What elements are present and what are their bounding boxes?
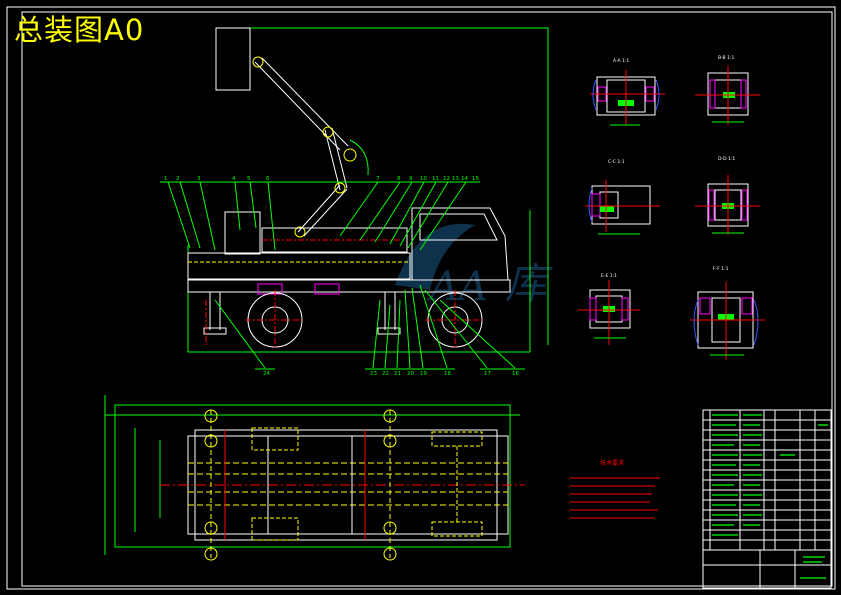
callout-20: 20	[407, 371, 414, 377]
section-c-c	[585, 180, 660, 235]
svg-text:AA: AA	[426, 264, 488, 310]
callout-2: 2	[176, 176, 180, 182]
callout-14: 14	[461, 176, 468, 182]
inner-frame	[21, 11, 833, 587]
section-f-f	[690, 282, 765, 360]
technical-notes: 技术要求	[570, 459, 660, 519]
callout-19: 19	[420, 371, 427, 377]
section-label-c: C-C 1:1	[608, 159, 625, 165]
section-label-b: B-B 1:1	[718, 55, 734, 61]
drawing-title: 总装图A0	[14, 13, 145, 47]
callout-11: 11	[432, 176, 439, 182]
callout-7: 7	[376, 176, 380, 182]
callout-5: 5	[247, 176, 251, 182]
callout-3: 3	[197, 176, 201, 182]
callout-18: 18	[444, 371, 451, 377]
truck-elevation-view	[167, 27, 549, 369]
tech-notes-heading: 技术要求	[600, 459, 624, 467]
callout-6: 6	[266, 176, 270, 182]
plan-view	[104, 395, 525, 561]
callout-17: 17	[484, 371, 491, 377]
section-b-b	[695, 65, 760, 125]
callout-8: 8	[397, 176, 401, 182]
callout-12: 12	[443, 176, 450, 182]
section-label-f: F-F 1:1	[713, 266, 729, 272]
section-label-d: D-D 1:1	[718, 156, 735, 162]
callout-9: 9	[409, 176, 413, 182]
callouts-bottom: 24 23 22 21 20 19 18 17 16	[263, 371, 519, 377]
section-labels: A-A 1:1 B-B 1:1 C-C 1:1 D-D 1:1 E-E 1:1 …	[601, 55, 735, 279]
section-views	[578, 65, 765, 360]
section-label-e: E-E 1:1	[601, 273, 617, 279]
callout-23: 23	[370, 371, 377, 377]
callout-21: 21	[394, 371, 401, 377]
callout-13: 13	[452, 176, 459, 182]
callout-1: 1	[164, 176, 168, 182]
callout-10: 10	[420, 176, 427, 182]
title-block	[702, 409, 832, 589]
section-e-e	[578, 280, 640, 345]
callout-4: 4	[232, 176, 236, 182]
callout-24: 24	[263, 371, 270, 377]
svg-text:库: 库	[505, 259, 553, 308]
section-d-d	[695, 175, 760, 235]
callout-22: 22	[382, 371, 389, 377]
callout-16: 16	[512, 371, 519, 377]
section-label-a: A-A 1:1	[613, 58, 629, 64]
outer-frame	[6, 6, 836, 590]
section-a-a	[590, 70, 665, 126]
callouts-top: 1 2 3 4 5 6 7 8 9 10 11 12 13 14 15	[164, 176, 479, 182]
callout-15: 15	[472, 176, 479, 182]
